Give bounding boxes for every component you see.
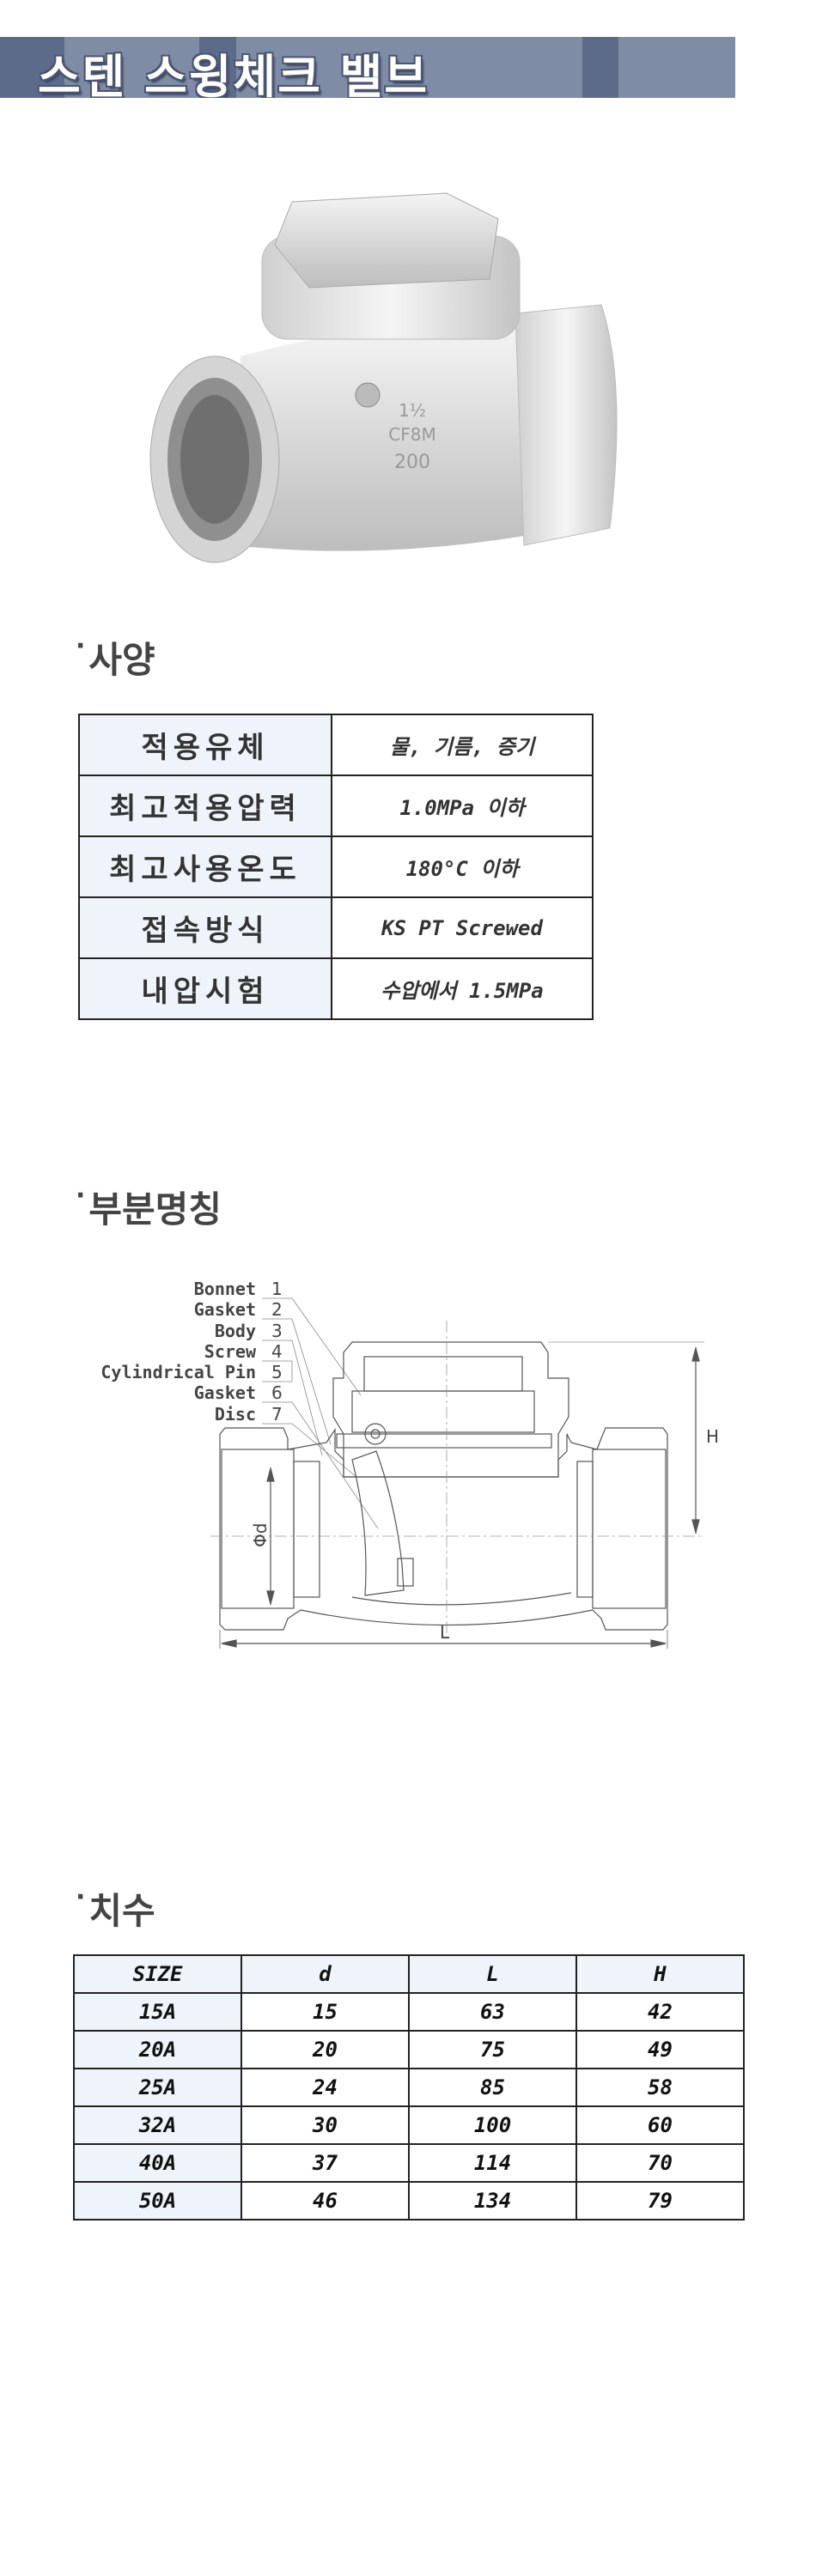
title-banner: 스텐 스윙체크 밸브 [0, 37, 735, 98]
part-number: 3 [271, 1321, 283, 1341]
part-name: Disc [215, 1404, 256, 1425]
part-name: Gasket [194, 1299, 256, 1320]
size-cell: 40A [73, 2143, 242, 2183]
spec-value: 1.0MPa 이하 [331, 775, 594, 837]
banner-stripe [0, 37, 64, 98]
part-name: Gasket [194, 1382, 256, 1403]
table-cell: 58 [575, 2068, 745, 2107]
spec-title-text: 사양 [88, 639, 155, 681]
table-cell: 75 [408, 2030, 577, 2069]
part-number: 2 [271, 1299, 283, 1320]
parts-section-title: ·부분명칭 [76, 1181, 222, 1230]
size-cell: 25A [73, 2068, 242, 2107]
dims-section-title: ·치수 [76, 1882, 155, 1932]
dim-label-h: H [706, 1426, 719, 1447]
table-cell: 46 [241, 2181, 410, 2221]
spec-value: 180°C 이하 [331, 835, 594, 898]
size-cell: 32A [73, 2105, 242, 2145]
spec-value: 수압에서 1.5MPa [331, 957, 594, 1020]
column-header: d [241, 1954, 410, 1994]
part-number: 5 [271, 1362, 283, 1382]
part-number: 1 [271, 1279, 283, 1299]
table-cell: 24 [241, 2068, 410, 2107]
table-cell: 114 [408, 2143, 577, 2183]
banner-stripe [582, 37, 618, 98]
column-header: SIZE [73, 1954, 242, 1994]
column-header: L [408, 1954, 577, 1994]
parts-title-text: 부분명칭 [88, 1188, 222, 1230]
part-number: 4 [271, 1341, 283, 1362]
table-cell: 15 [241, 1992, 410, 2032]
table-cell: 37 [241, 2143, 410, 2183]
spec-section-title: ·사양 [76, 631, 155, 681]
photo-marking: CF8M [388, 424, 435, 445]
photo-marking: 200 [394, 452, 430, 473]
size-cell: 15A [73, 1992, 242, 2032]
dim-label-d: Φd [250, 1523, 271, 1547]
table-cell: 42 [575, 1992, 745, 2032]
part-name: Body [215, 1321, 256, 1341]
spec-value: 물, 기름, 증기 [331, 714, 594, 776]
size-cell: 20A [73, 2030, 242, 2069]
table-cell: 85 [408, 2068, 577, 2107]
table-cell: 49 [575, 2030, 745, 2069]
part-name: Cylindrical Pin [100, 1362, 256, 1382]
table-cell: 63 [408, 1992, 577, 2032]
size-cell: 50A [73, 2181, 242, 2221]
column-header: H [575, 1954, 745, 1994]
product-photo: 1½ CF8M 200 [149, 192, 618, 563]
table-cell: 20 [241, 2030, 410, 2069]
table-cell: 30 [241, 2105, 410, 2145]
table-cell: 79 [575, 2181, 745, 2221]
spec-label: 최고사용온도 [78, 835, 332, 898]
spec-label: 최고적용압력 [78, 775, 332, 837]
spec-label: 접속방식 [78, 896, 332, 959]
page-title: 스텐 스윙체크 밸브 [38, 50, 429, 98]
dim-label-l: L [440, 1622, 450, 1643]
table-cell: 134 [408, 2181, 577, 2221]
dims-title-text: 치수 [88, 1890, 155, 1932]
banner-stripe [199, 37, 236, 98]
part-name: Bonnet [194, 1279, 256, 1299]
parts-diagram: H L Φd Bonnet Gasket Body Screw Cylindri… [100, 1279, 719, 1649]
table-cell: 60 [575, 2105, 745, 2145]
part-number: 7 [271, 1404, 283, 1425]
spec-label: 내압시험 [78, 957, 332, 1020]
part-name: Screw [204, 1341, 257, 1362]
spec-value: KS PT Screwed [331, 896, 594, 959]
table-header-row: SIZE d L H [73, 1954, 745, 1994]
table-cell: 70 [575, 2143, 745, 2183]
photo-marking: 1½ [399, 400, 426, 421]
spec-label: 적용유체 [78, 714, 332, 776]
table-cell: 100 [408, 2105, 577, 2145]
part-number: 6 [271, 1382, 283, 1403]
